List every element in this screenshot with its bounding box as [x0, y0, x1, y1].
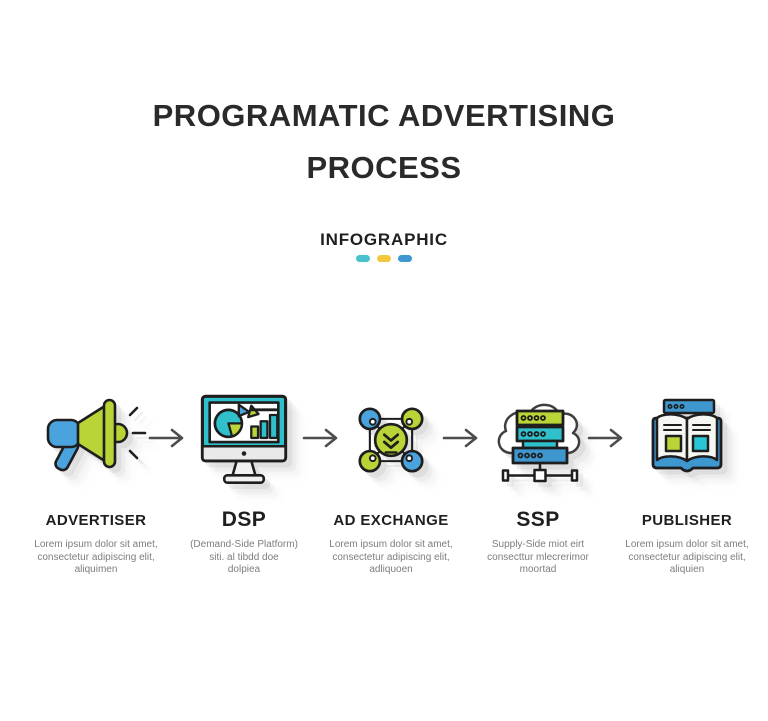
dash-yellow: [377, 255, 391, 262]
step-desc-ad-exchange: Lorem ipsum dolor sit amet, consectetur …: [329, 539, 453, 575]
divider-dashes: [0, 255, 768, 262]
page-title-line2: PROCESS: [306, 150, 462, 185]
network-exchange-icon: [316, 380, 466, 500]
step-title-dsp: DSP: [221, 508, 267, 531]
dash-blue: [398, 255, 412, 262]
arrow-right-icon: [302, 426, 342, 450]
step-desc-dsp: (Demand-Side Platform) siti. al tibdd do…: [190, 539, 298, 575]
arrow-right-icon: [148, 426, 188, 450]
step-dsp: DSP (Demand-Side Platform) siti. al tibd…: [169, 380, 319, 577]
monitor-analytics-icon: [169, 380, 319, 500]
step-ssp: SSP Supply-Side miot eirt consecttur mle…: [463, 380, 613, 577]
page-title: PROGRAMATIC ADVERTISING PROCESS: [0, 90, 768, 194]
arrow-right-icon: [587, 426, 627, 450]
step-title-ad-exchange: AD EXCHANGE: [333, 511, 449, 529]
megaphone-icon: [21, 380, 171, 500]
step-desc-ssp: Supply-Side miot eirt consecttur mlecrer…: [487, 539, 589, 575]
arrow-right-icon: [442, 426, 482, 450]
step-ad-exchange: AD EXCHANGE Lorem ipsum dolor sit amet, …: [316, 380, 466, 577]
page-subtitle: INFOGRAPHIC: [320, 230, 448, 249]
step-title-advertiser: ADVERTISER: [45, 511, 147, 529]
step-desc-publisher: Lorem ipsum dolor sit amet, consectetur …: [625, 539, 749, 575]
step-title-publisher: PUBLISHER: [641, 511, 733, 529]
step-desc-advertiser: Lorem ipsum dolor sit amet, consectetur …: [34, 539, 158, 575]
open-book-icon: [612, 380, 762, 500]
dash-teal: [356, 255, 370, 262]
page-title-line1: PROGRAMATIC ADVERTISING: [152, 98, 616, 133]
step-title-ssp: SSP: [516, 508, 560, 531]
server-cloud-icon: [463, 380, 613, 500]
step-advertiser: ADVERTISER Lorem ipsum dolor sit amet, c…: [21, 380, 171, 577]
step-publisher: PUBLISHER Lorem ipsum dolor sit amet, co…: [612, 380, 762, 577]
